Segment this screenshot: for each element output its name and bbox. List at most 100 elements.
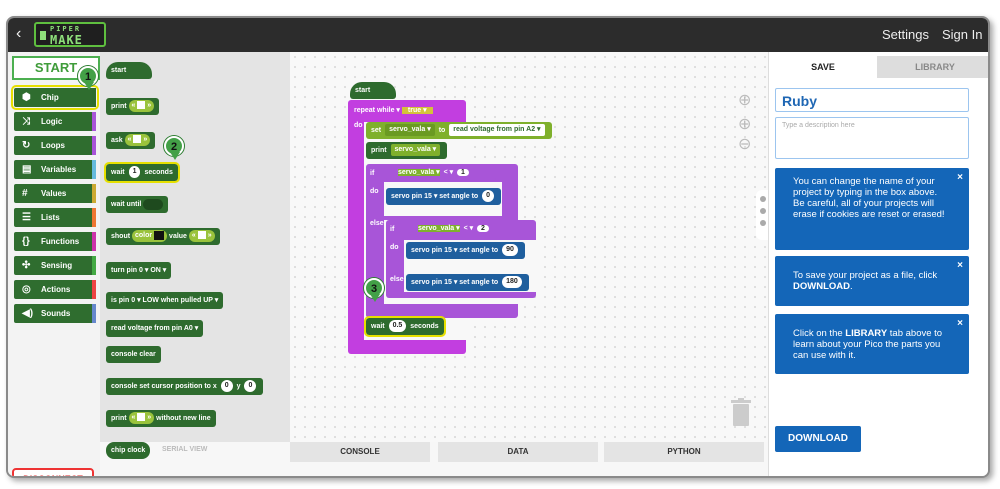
number-slot[interactable]: 1 (457, 169, 469, 176)
number-slot[interactable]: 180 (502, 276, 522, 289)
category-functions[interactable]: {}Functions (14, 232, 96, 251)
trash-icon[interactable] (730, 398, 752, 428)
color-swatch[interactable] (154, 230, 165, 240)
block-label: servo pin (391, 193, 423, 200)
operator-dropdown[interactable]: < (463, 225, 468, 232)
is-pin-block[interactable]: is pin 0 ▾ LOW when pulled UP ▾ (106, 292, 224, 309)
block-label: wait (111, 169, 125, 176)
logo-line1: PIPER (50, 25, 82, 33)
category-values[interactable]: #Values (14, 184, 96, 203)
number-slot[interactable]: 0 (220, 380, 233, 393)
mode-dropdown[interactable]: LOW when pulled UP (142, 297, 213, 304)
piper-make-logo[interactable]: PIPER MAKE (34, 22, 106, 47)
code-workspace[interactable]: ⊕ ⊕ ⊖ start repeat while ▾ true ▾ do set… (290, 52, 768, 442)
category-sounds[interactable]: ◀)Sounds (14, 304, 96, 323)
wait-until-block[interactable]: wait until (106, 196, 169, 213)
block-label: shout (111, 233, 131, 240)
close-icon[interactable]: × (957, 318, 963, 329)
category-color-edge (92, 304, 96, 323)
cursor-block[interactable]: console set cursor position to x 0 y 0 (106, 378, 264, 395)
number-slot[interactable]: 0 (482, 190, 495, 203)
number-slot[interactable]: 2 (477, 225, 489, 232)
tab-console[interactable]: CONSOLE (290, 442, 430, 462)
number-slot[interactable]: 0.5 (388, 320, 407, 333)
category-sensing[interactable]: ✣Sensing (14, 256, 96, 275)
zoom-out-icon[interactable]: ⊖ (738, 136, 752, 153)
close-icon[interactable]: × (957, 260, 963, 271)
category-sidebar: START ⬢Chip ⤨Logic ↻Loops ▤Variables #Va… (8, 52, 100, 476)
project-name-input[interactable]: Ruby (775, 88, 969, 112)
settings-link[interactable]: Settings (882, 27, 929, 42)
variable-dropdown[interactable]: servo_vala ▾ (385, 124, 435, 137)
ask-block[interactable]: ask « » (106, 132, 156, 149)
pin-dropdown[interactable]: A0 (183, 325, 193, 332)
string-slot[interactable]: « » (128, 412, 155, 425)
set-variable-block[interactable]: set servo_vala ▾ to read voltage from pi… (366, 122, 552, 139)
chip-clock-block[interactable]: chip clock (106, 442, 151, 459)
if-label: if (390, 226, 395, 233)
turn-pin-block[interactable]: turn pin 0 ▾ ON ▾ (106, 262, 172, 279)
read-voltage-input[interactable]: read voltage from pin A2 ▾ (449, 124, 545, 137)
read-voltage-block[interactable]: read voltage from pin A0 ▾ (106, 320, 204, 337)
sign-in-link[interactable]: Sign In (942, 27, 983, 42)
print-block[interactable]: print « » (106, 98, 160, 115)
program-wait-block[interactable]: wait 0.5 seconds (364, 316, 446, 337)
color-slot[interactable]: color (132, 230, 168, 243)
block-label: wait (371, 323, 385, 330)
pin-dropdown[interactable]: 15 (424, 193, 432, 200)
program-start-block[interactable]: start (350, 82, 396, 99)
variable-dropdown[interactable]: servo_vala ▾ (418, 225, 460, 232)
block-label: set (371, 127, 382, 134)
chip-pin-icon (40, 31, 46, 40)
variable-dropdown[interactable]: servo_vala ▾ (390, 144, 441, 157)
download-button[interactable]: DOWNLOAD (775, 426, 861, 452)
wait-block[interactable]: wait 1 seconds (104, 162, 180, 183)
zoom-in-icon[interactable]: ⊕ (738, 116, 752, 133)
servo-block[interactable]: servo pin 15 ▾ set angle to 90 (406, 242, 525, 259)
print-variable-block[interactable]: print servo_vala ▾ (366, 142, 448, 159)
recenter-icon[interactable]: ⊕ (738, 92, 752, 109)
category-actions[interactable]: ◎Actions (14, 280, 96, 299)
while-dropdown[interactable]: while (376, 107, 395, 114)
pin-dropdown[interactable]: 0 (139, 267, 143, 274)
tab-data[interactable]: DATA (438, 442, 598, 462)
category-logic[interactable]: ⤨Logic (14, 112, 96, 131)
servo-block[interactable]: servo pin 15 ▾ set angle to 180 (406, 274, 529, 291)
tab-python[interactable]: PYTHON (604, 442, 764, 462)
back-icon[interactable]: ‹ (16, 25, 22, 42)
description-input[interactable]: Type a description here (775, 117, 969, 159)
number-slot[interactable]: 90 (502, 244, 518, 257)
pin-dropdown[interactable]: 0 (131, 297, 136, 304)
variable-dropdown[interactable]: servo_vala ▾ (398, 169, 440, 176)
string-slot[interactable]: « » (124, 134, 151, 147)
number-slot[interactable]: 0 (244, 380, 257, 393)
panel-resize-handle[interactable] (756, 190, 770, 240)
operator-dropdown[interactable]: < (443, 169, 448, 176)
start-block[interactable]: start (106, 62, 152, 79)
console-clear-block[interactable]: console clear (106, 346, 161, 363)
disconnect-button[interactable]: DISCONNECT (12, 468, 94, 476)
number-slot[interactable]: 1 (128, 166, 141, 179)
shout-block[interactable]: shout color value « » (106, 228, 220, 245)
close-icon[interactable]: × (957, 172, 963, 183)
category-label: Sounds (41, 309, 71, 318)
category-loops[interactable]: ↻Loops (14, 136, 96, 155)
category-lists[interactable]: ☰Lists (14, 208, 96, 227)
pin-dropdown[interactable]: 15 (444, 247, 452, 254)
true-block[interactable]: true ▾ (401, 107, 433, 114)
block-label: print (111, 415, 127, 422)
servo-block[interactable]: servo pin 15 ▾ set angle to 0 (386, 188, 502, 205)
print-no-newline-block[interactable]: print « » without new line (106, 410, 216, 427)
tip-text: tab above to learn about your Pico the p… (793, 328, 943, 361)
string-slot[interactable]: « » (128, 100, 155, 113)
pin-dropdown[interactable]: 15 (444, 279, 452, 286)
string-slot[interactable]: « » (188, 230, 215, 243)
state-dropdown[interactable]: ON (150, 267, 161, 274)
category-chip[interactable]: ⬢Chip (11, 85, 99, 110)
block-label: is pin (111, 297, 130, 304)
block-label: seconds (410, 323, 439, 330)
tab-library[interactable]: LIBRARY (877, 56, 988, 78)
category-variables[interactable]: ▤Variables (14, 160, 96, 179)
condition-slot[interactable] (143, 198, 164, 210)
tab-save[interactable]: SAVE (769, 56, 877, 78)
